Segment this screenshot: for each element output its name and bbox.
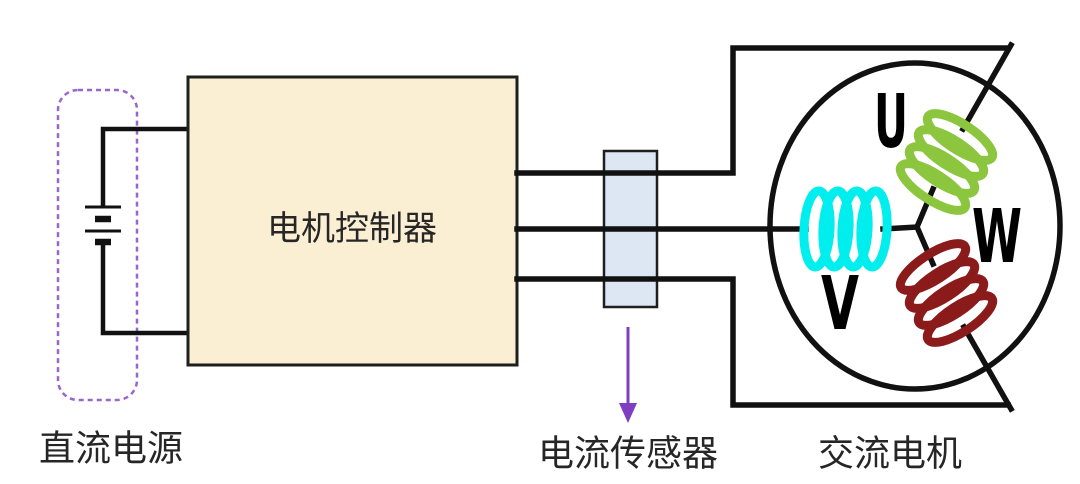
current-sensor-label: 电流传感器: [538, 434, 718, 475]
dc-source-wires: [100, 126, 188, 336]
coil-w-icon: [895, 239, 998, 347]
coil-v-icon: [799, 186, 892, 272]
ac-motor-label: 交流电机: [818, 434, 962, 475]
phase-u-wire: [514, 45, 1011, 176]
dc-positive-wire: [100, 126, 188, 206]
ac-motor-circle: [767, 60, 1063, 392]
phase-w-label: W: [972, 194, 1022, 280]
phase-v-label: V: [821, 261, 859, 347]
dc-source-label: 直流电源: [39, 429, 183, 470]
phase-wires: [514, 41, 1015, 413]
battery-icon: [85, 205, 121, 246]
motor-controller-box: [186, 75, 519, 367]
sensor-pointer-arrow-icon: [619, 327, 637, 423]
controller-label: 电机控制器: [267, 209, 437, 249]
dc-negative-wire: [100, 244, 188, 336]
dc-source-dashed-box: [56, 88, 139, 402]
phase-u-label: U: [874, 79, 908, 165]
phase-w-wire: [514, 276, 1011, 408]
star-point-stub-u: [913, 185, 937, 231]
coil-u-icon: [895, 109, 998, 215]
